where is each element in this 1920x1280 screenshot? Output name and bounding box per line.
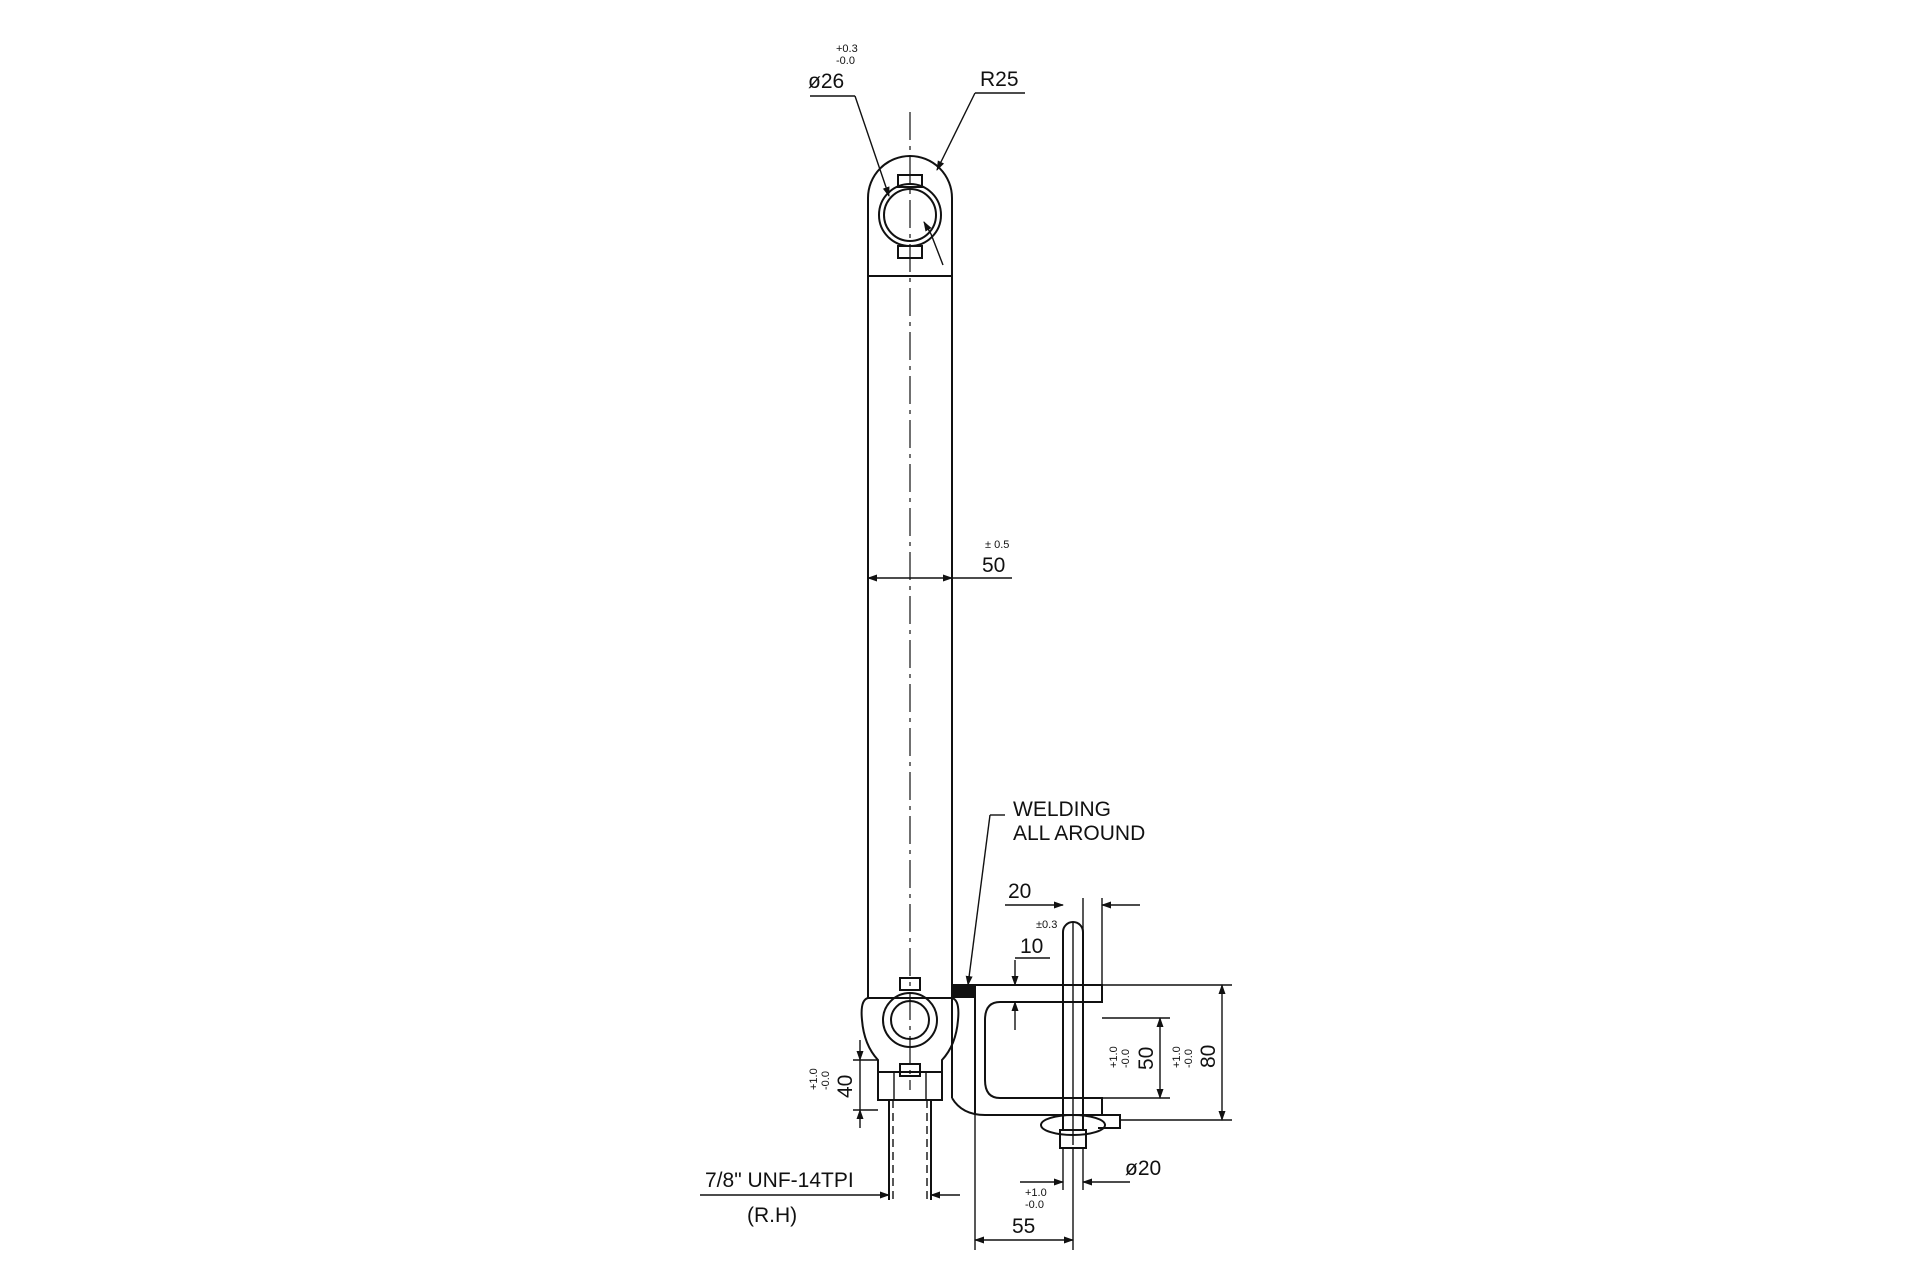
clevis-length-tol-plus: +1.0 (1025, 1187, 1047, 1199)
tube-width-tol: ± 0.5 (985, 539, 1009, 551)
bore-tol-minus: -0.0 (836, 55, 855, 67)
dim-clevis-length (974, 1115, 1074, 1250)
dim-clevis-pin-offset (1005, 898, 1140, 985)
clevis-length-tol-minus: -0.0 (1025, 1199, 1044, 1211)
dim-clevis-slot (1011, 957, 1050, 1030)
clevis-slot-label: 10 (1020, 935, 1043, 958)
welding-note-line2: ALL AROUND (1013, 822, 1145, 845)
dim-pin-dia (1020, 1148, 1130, 1190)
clevis-height-tol-plus: +1.0 (1171, 1046, 1183, 1068)
weld-fillet (952, 985, 975, 998)
clevis-height-label: 80 (1197, 1045, 1220, 1068)
welding-note-line1: WELDING (1013, 798, 1111, 821)
dim-clevis-height (1102, 984, 1232, 1121)
dim-clevis-gap (1102, 1017, 1170, 1099)
thread-hand-label: (R.H) (747, 1204, 797, 1227)
dim-eye-radius (936, 92, 1025, 171)
clevis-height-tol-minus: -0.0 (1183, 1049, 1195, 1068)
weld-leader (965, 814, 1005, 986)
clevis-gap-label: 50 (1135, 1047, 1158, 1070)
clevis (951, 921, 1121, 1149)
nut-height-tol-plus: +1.0 (808, 1068, 820, 1090)
tube-body (867, 276, 953, 998)
bottom-rod-end (860, 977, 960, 1200)
dim-nut-height (853, 1040, 878, 1128)
clevis-gap-tol-plus: +1.0 (1108, 1046, 1120, 1068)
bore-tol-plus: +0.3 (836, 43, 858, 55)
pin-dia-label: ø20 (1125, 1157, 1161, 1180)
thread-spec-label: 7/8" UNF-14TPI (705, 1169, 854, 1192)
clevis-gap-tol-minus: -0.0 (1120, 1049, 1132, 1068)
dim-bore-dia (810, 95, 944, 266)
eye-radius-label: R25 (980, 68, 1019, 91)
nut-height-label: 40 (834, 1075, 857, 1098)
clevis-slot-tol: ±0.3 (1036, 919, 1057, 931)
nut-height-tol-minus: -0.0 (820, 1071, 832, 1090)
clevis-length-label: 55 (1012, 1215, 1035, 1238)
bore-dia-label: ø26 (808, 70, 844, 93)
clevis-pin-offset-label: 20 (1008, 880, 1031, 903)
tube-width-label: 50 (982, 554, 1005, 577)
